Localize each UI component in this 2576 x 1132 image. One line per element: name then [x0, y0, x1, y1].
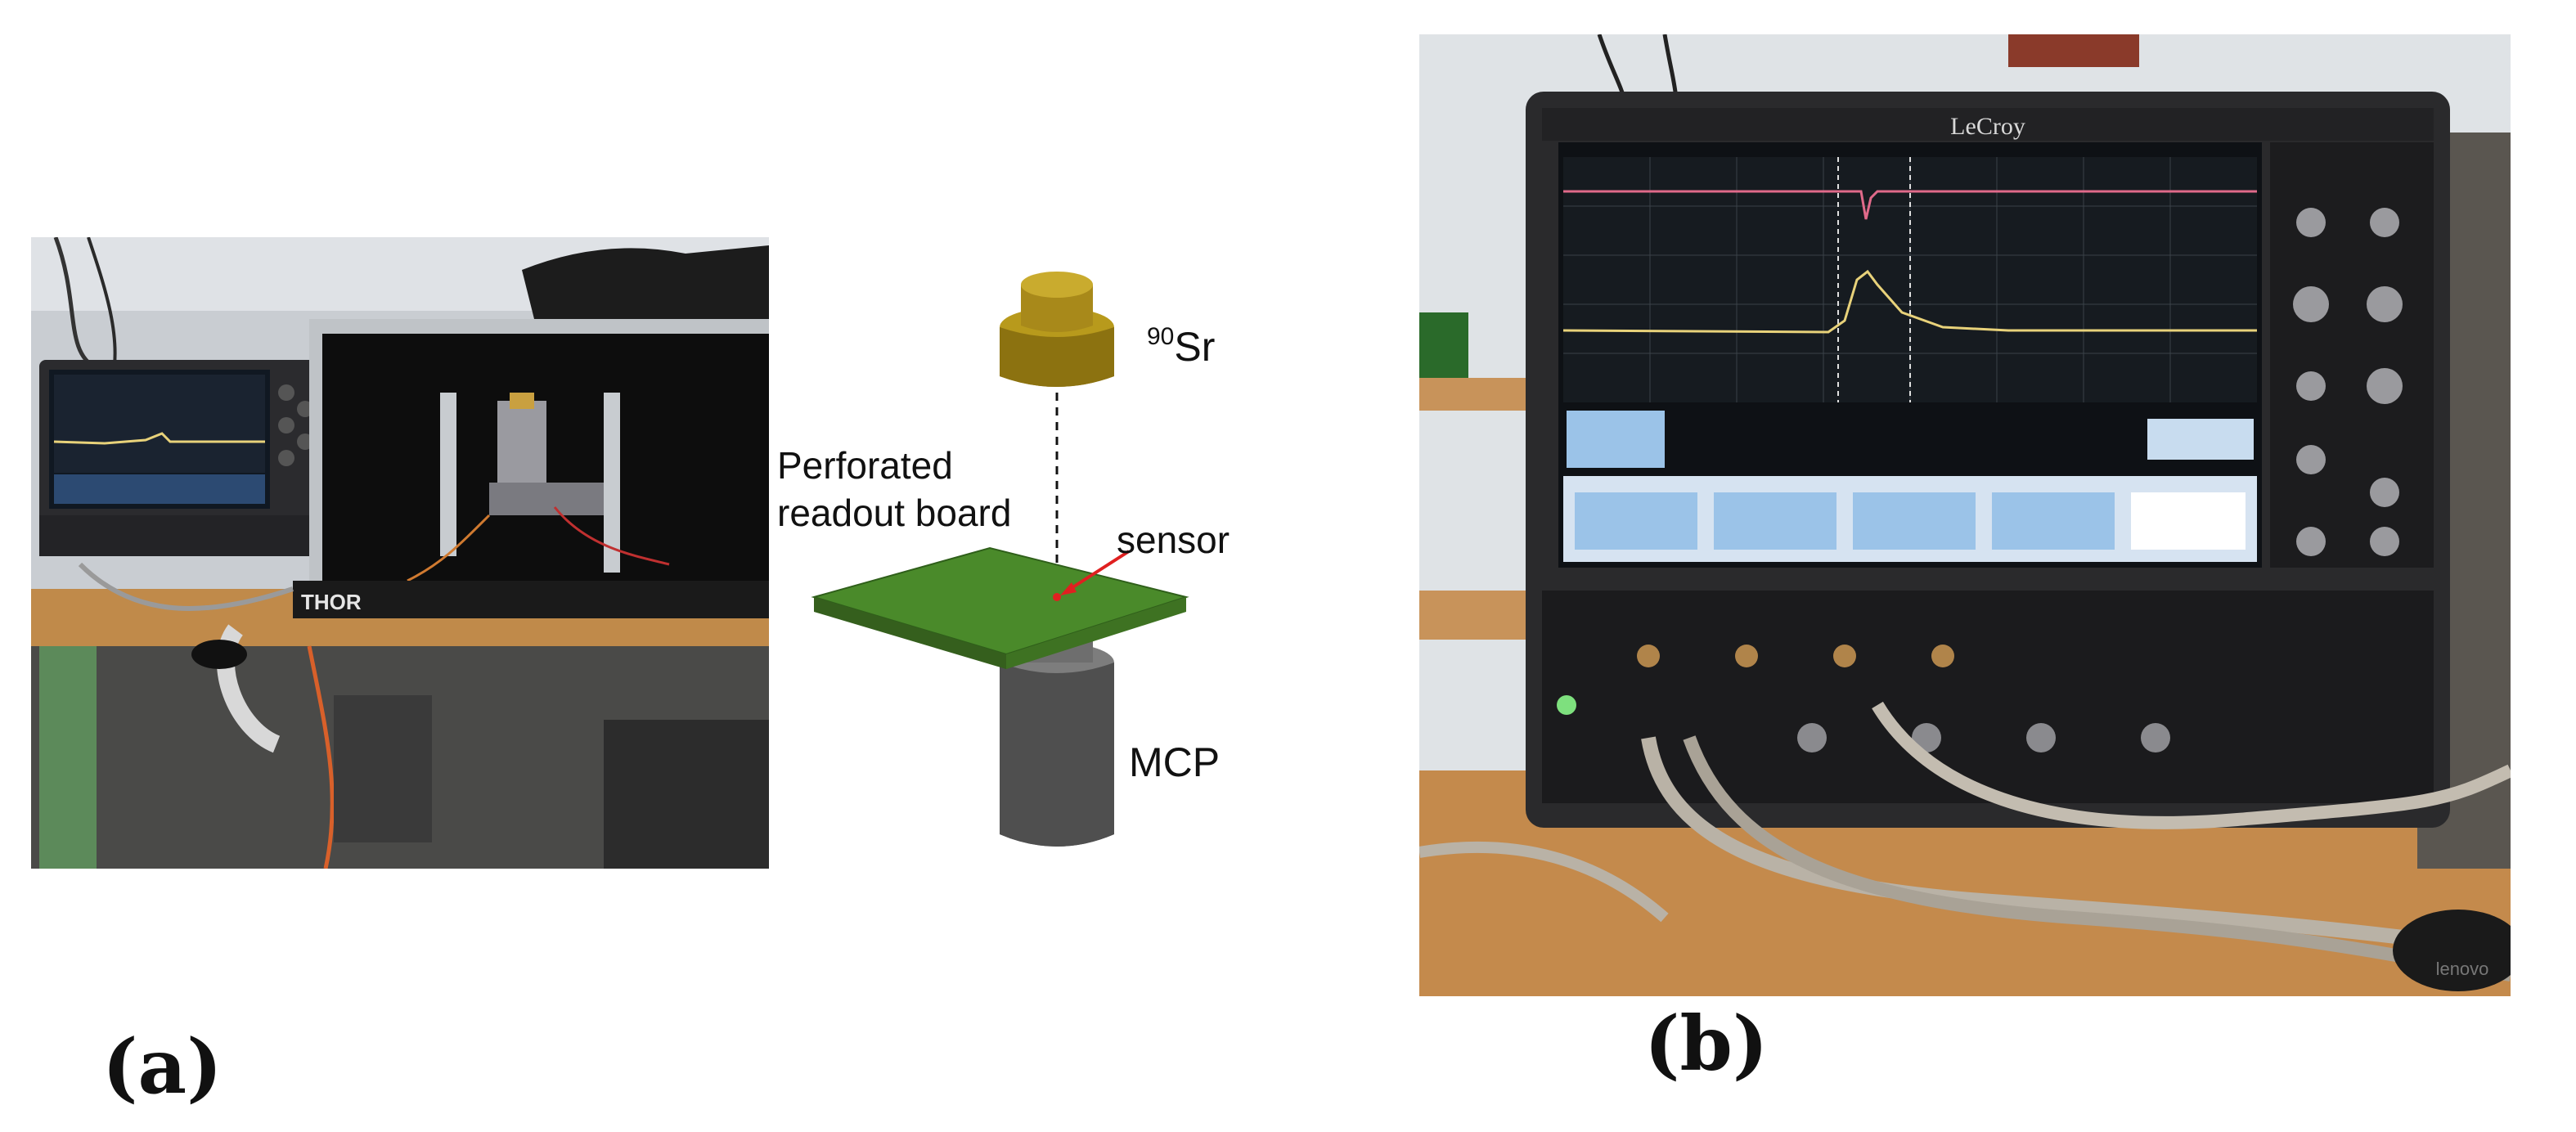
- scope-brand-text: LeCroy: [1950, 113, 2025, 140]
- board-label-line1: Perforated: [777, 444, 953, 487]
- readout-board: [811, 546, 1189, 669]
- sr90-source: [1000, 272, 1114, 387]
- sr90-label: 90Sr: [1147, 323, 1215, 371]
- sr90-superscript: 90: [1147, 323, 1175, 350]
- board-label: Perforated readout board: [777, 442, 1011, 537]
- setup-diagram: [769, 237, 1292, 875]
- mouse-brand-text: lenovo: [2436, 959, 2489, 979]
- sr90-text: Sr: [1174, 324, 1216, 370]
- panel-a-label: (a): [102, 1022, 223, 1111]
- sensor-arrow: [1063, 550, 1131, 594]
- rail-brand-text: THOR: [301, 590, 362, 614]
- setup-diagram-svg: [811, 272, 1189, 847]
- mcp-label: MCP: [1129, 739, 1221, 785]
- panel-b-label: (b): [1644, 999, 1769, 1088]
- photo-a-illustration: THOR: [31, 237, 769, 869]
- sensor-label: sensor: [1117, 519, 1230, 561]
- photo-b-illustration: LeCroy: [1419, 34, 2511, 996]
- photo-b-oscilloscope: LeCroy: [1419, 34, 2511, 996]
- sensor-dot: [1053, 593, 1061, 601]
- photo-a-test-stand: THOR: [31, 237, 769, 869]
- board-label-line2: readout board: [777, 492, 1012, 534]
